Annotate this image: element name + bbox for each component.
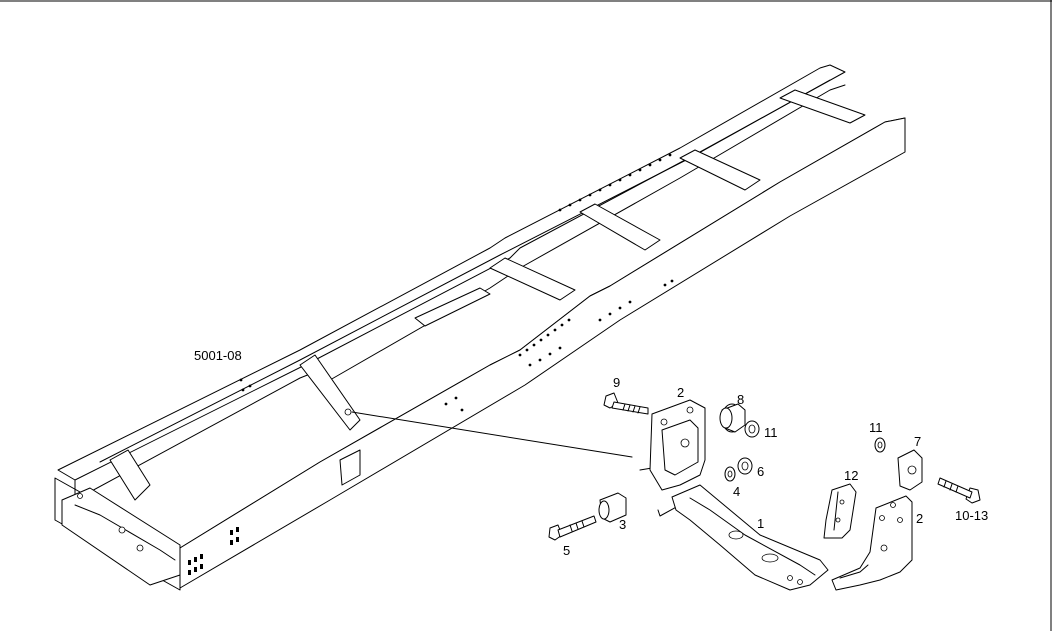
crossmember-3 <box>579 203 661 251</box>
callout-12: 12 <box>844 468 858 483</box>
callout-3: 3 <box>619 517 626 532</box>
part-3-bushing <box>598 492 627 523</box>
callout-1: 1 <box>757 516 764 531</box>
callout-5: 5 <box>563 543 570 558</box>
front-tow-plate <box>61 487 181 586</box>
part-8-bushing <box>719 403 746 433</box>
front-bracket <box>339 449 361 486</box>
part-10-13-bolt <box>937 477 981 504</box>
part-11-nut-upper <box>744 420 760 438</box>
callout-11-upper: 11 <box>764 425 778 440</box>
rail-holes <box>188 153 674 575</box>
callout-6: 6 <box>757 464 764 479</box>
mount-point <box>344 408 352 416</box>
part-6-nut <box>737 457 753 475</box>
front-gusset <box>109 449 151 501</box>
part-4-washer <box>724 466 736 482</box>
far-rail-web-line <box>74 369 321 501</box>
part-12-pad <box>823 483 857 539</box>
part-2-bracket-left <box>649 399 706 491</box>
part-7-block <box>897 449 923 491</box>
leader-line-3 <box>657 504 681 517</box>
callout-7: 7 <box>914 434 921 449</box>
crossmember-5 <box>779 89 866 124</box>
callout-2-left: 2 <box>677 385 684 400</box>
far-rail-flange-line <box>99 79 831 463</box>
crossmember-1 <box>299 354 361 431</box>
tow-plate-edge <box>74 504 176 561</box>
near-rail-web <box>179 117 906 589</box>
part-1-crossmember <box>671 484 829 591</box>
part-11-nut-right <box>874 437 886 453</box>
callout-8: 8 <box>737 392 744 407</box>
rear-brace <box>414 287 491 327</box>
part-2-bracket-right <box>831 495 913 591</box>
callout-2-right: 2 <box>916 511 923 526</box>
callout-4: 4 <box>733 484 740 499</box>
part-9-bolt <box>603 392 649 415</box>
part-5-bolt <box>548 515 597 541</box>
crossmember-4 <box>679 149 761 191</box>
tow-hole-1 <box>118 526 126 534</box>
chassis-frame <box>54 64 906 591</box>
tow-hole-3 <box>77 493 83 499</box>
crossmember-2 <box>489 257 576 301</box>
reference-code-label: 5001-08 <box>194 348 242 363</box>
callout-11-right: 11 <box>869 420 883 435</box>
callout-9: 9 <box>613 375 620 390</box>
callout-10-13: 10-13 <box>955 508 988 523</box>
leader-line <box>351 411 633 458</box>
tow-hole-2 <box>136 544 144 552</box>
far-rail-top-flange <box>57 64 846 481</box>
